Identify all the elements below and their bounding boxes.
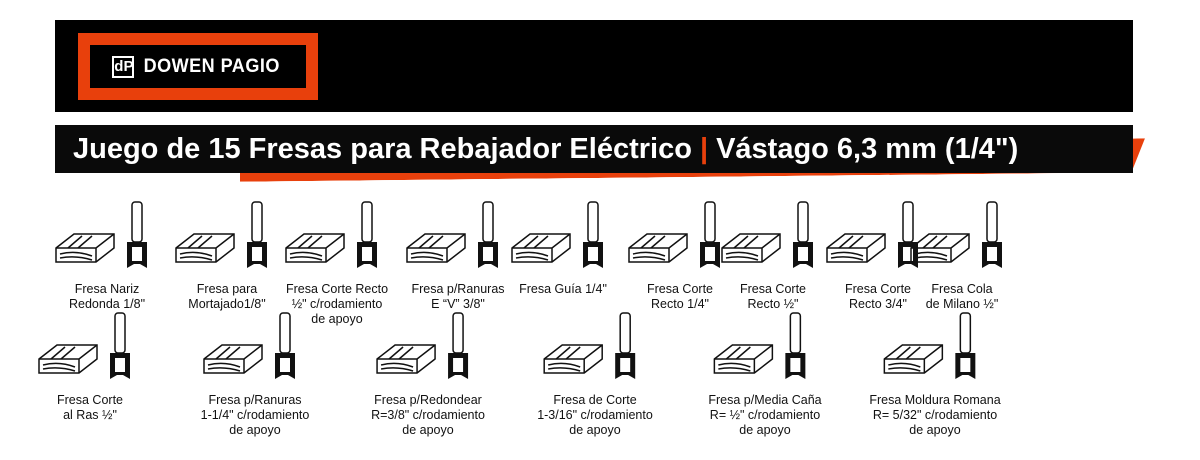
router-bit-icon — [175, 201, 267, 268]
item-label-line: de apoyo — [909, 423, 961, 437]
item-label-line: Fresa Moldura Romana — [869, 393, 1001, 407]
router-bit-icon — [628, 201, 720, 268]
item-label-line: Redonda 1/8" — [68, 297, 146, 311]
brand-logo: dP DOWEN PAGIO — [78, 33, 318, 100]
item-label-line: de apoyo — [739, 423, 791, 437]
item-label-line: E “V” 3/8" — [431, 297, 485, 311]
item-label-line: Fresa para — [196, 282, 258, 296]
router-bit-icon — [55, 201, 147, 268]
item-label-line: Fresa Corte — [647, 282, 713, 296]
item-label-line: Fresa p/Redondear — [374, 393, 482, 407]
item-label-line: Fresa p/Ranuras — [411, 282, 505, 296]
router-bit-icon — [883, 312, 975, 379]
item-label-line: ½" c/rodamiento — [291, 297, 383, 311]
item-label-line: Recto 3/4" — [849, 297, 907, 311]
title-separator: | — [699, 132, 709, 165]
item-label-line: al Ras ½" — [63, 408, 117, 422]
title-spec: Vástago 6,3 mm (1/4") — [716, 132, 1019, 165]
item-label-line: de apoyo — [402, 423, 454, 437]
item-label-line: Fresa Corte Recto — [285, 282, 389, 296]
router-bit-icon — [38, 312, 130, 379]
item-label-line: 1-1/4" c/rodamiento — [200, 408, 310, 422]
item-label-line: Fresa Cola — [931, 282, 993, 296]
item-label-line: Fresa Corte — [740, 282, 806, 296]
item-label-line: de apoyo — [229, 423, 281, 437]
router-bit-icon — [543, 312, 635, 379]
item-label-line: Fresa Corte — [845, 282, 911, 296]
router-bit-item: Fresa Guía 1/4" — [508, 198, 618, 297]
item-label-line: de apoyo — [569, 423, 621, 437]
router-bit-icon — [406, 201, 498, 268]
item-label-line: Fresa de Corte — [553, 393, 637, 407]
brand-header: dP DOWEN PAGIO — [55, 20, 1133, 112]
router-bit-icon — [376, 312, 468, 379]
item-label-line: Fresa p/Ranuras — [208, 393, 302, 407]
item-label-line: R=3/8" c/rodamiento — [371, 408, 485, 422]
router-bit-icon — [910, 201, 1002, 268]
item-label-line: Fresa Guía 1/4" — [519, 282, 607, 296]
item-label-line: Fresa Corte — [57, 393, 123, 407]
brand-name: DOWEN PAGIO — [143, 55, 281, 77]
item-label-line: de apoyo — [311, 312, 363, 326]
item-label-line: Recto ½" — [747, 297, 799, 311]
item-label-line: R= ½" c/rodamiento — [709, 408, 821, 422]
item-label-line: Mortajado1/8" — [188, 297, 266, 311]
item-label-line: Recto 1/4" — [651, 297, 709, 311]
item-label-line: Fresa Nariz — [74, 282, 140, 296]
brand-mark-icon: dP — [112, 55, 135, 78]
router-bit-icon — [713, 312, 805, 379]
item-label-line: R= 5/32" c/rodamiento — [872, 408, 998, 422]
router-bit-icon — [203, 312, 295, 379]
title-main: Juego de 15 Fresas para Rebajador Eléctr… — [73, 132, 692, 165]
item-label-line: de Milano ½" — [925, 297, 999, 311]
router-bit-icon — [511, 201, 603, 268]
item-label-line: Fresa p/Media Caña — [708, 393, 822, 407]
item-label-line: 1-3/16" c/rodamiento — [537, 408, 653, 422]
title-bar: Juego de 15 Fresas para Rebajador Eléctr… — [55, 125, 1133, 173]
router-bit-icon — [721, 201, 813, 268]
router-bit-icon — [285, 201, 377, 268]
